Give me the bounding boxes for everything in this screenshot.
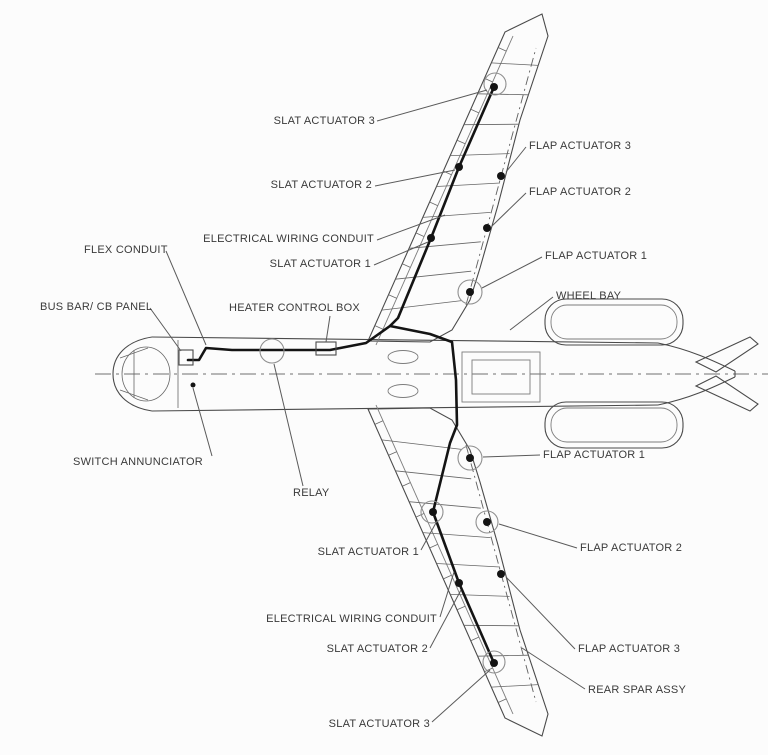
label-slat-actuator-3-top: SLAT ACTUATOR 3 [273,115,375,127]
harness-lower-run [388,324,496,665]
flap-actuator-1-top-marker [466,288,474,296]
leader-heater-control-box [325,315,331,343]
tail-stabilizer-upper [694,336,759,373]
slat-actuator-2-top-marker [455,163,463,171]
wheel-bay-upper-outer [544,298,684,346]
leader-wheel-bay [509,296,554,331]
relay-highlight [259,338,285,364]
fuselage-hatch-top [387,350,419,364]
flap-actuator-1-bottom-marker [466,454,474,462]
leader-switch-annunciator [192,387,213,457]
label-flap-actuator-1-bottom: FLAP ACTUATOR 1 [543,449,646,461]
label-relay: RELAY [293,487,330,499]
label-slat-actuator-1-top: SLAT ACTUATOR 1 [269,258,371,270]
switch-annunciator-marker [190,382,196,388]
label-flap-actuator-2-top: FLAP ACTUATOR 2 [529,186,632,198]
label-flap-actuator-2-bottom: FLAP ACTUATOR 2 [580,542,683,554]
leader-electrical-wiring-conduit-top [376,214,446,241]
slat-actuator-1-bottom-marker [429,508,437,516]
leader-lines [149,89,586,723]
leader-electrical-wiring-conduit-bottom [439,571,455,618]
leader-slat-actuator-2-top [374,169,456,187]
upper-wing-ribs [381,62,539,311]
leader-slat-actuator-1-bottom [420,520,438,551]
flap-actuator-1-bottom-highlight [457,445,483,471]
label-bus-bar-cb-panel: BUS BAR/ CB PANEL [40,301,153,313]
slat-actuator-1-bottom-highlight [420,500,444,524]
label-flap-actuator-3-top: FLAP ACTUATOR 3 [529,140,632,152]
flap-actuator-3-top-marker [497,172,505,180]
leader-slat-actuator-1-top [373,241,429,266]
lower-wing-slat-ticks [374,420,507,703]
label-flap-actuator-3-bottom: FLAP ACTUATOR 3 [578,643,681,655]
harness-upper-run [186,85,496,362]
label-rear-spar-assy: REAR SPAR ASSY [588,684,687,696]
label-slat-actuator-1-bottom: SLAT ACTUATOR 1 [317,546,419,558]
label-slat-actuator-3-bottom: SLAT ACTUATOR 3 [328,718,430,730]
leader-flap-actuator-2-bottom [498,523,578,549]
upper-wing-slat-ticks [374,47,507,330]
leader-flap-actuator-1-top [481,256,543,289]
fuselage-hatch-bottom [387,384,419,398]
lower-wing-slat-line [375,404,514,715]
flap-actuator-2-bottom-highlight [475,510,499,534]
leader-slat-actuator-2-bottom [429,589,462,649]
tail-stabilizer-lower [694,375,759,412]
flap-actuator-2-bottom-marker [483,518,491,526]
wheel-bay-lower-inner [550,407,678,443]
leader-flap-actuator-1-bottom [482,454,541,458]
bus-bar-cb-panel-box [178,349,194,366]
wiring-harness [186,85,496,665]
leader-flap-actuator-3-bottom [505,576,576,650]
label-heater-control-box: HEATER CONTROL BOX [229,302,361,314]
wheel-bay-sponsons [544,298,684,449]
slat-actuator-2-bottom-marker [455,579,463,587]
label-slat-actuator-2-top: SLAT ACTUATOR 2 [270,179,372,191]
leader-flex-conduit [165,250,207,346]
leader-flap-actuator-3-top [505,146,527,173]
nose-section [112,336,179,412]
leader-relay [273,363,304,487]
leader-slat-actuator-3-bottom [431,669,491,723]
highlight-circles [259,72,507,674]
leader-flap-actuator-2-top [491,192,527,227]
flap-actuator-2-top-marker [483,224,491,232]
label-flex-conduit: FLEX CONDUIT [84,244,168,256]
label-electrical-wiring-conduit-bottom: ELECTRICAL WIRING CONDUIT [266,613,437,625]
slat-actuator-1-top-marker [427,234,435,242]
label-flap-actuator-1-top: FLAP ACTUATOR 1 [545,250,648,262]
tail-section [694,336,759,412]
slat-actuator-3-bottom-marker [490,659,498,667]
leader-rear-spar-assy [521,647,586,690]
slat-actuator-3-top-marker [490,83,498,91]
center-wing-box [461,351,541,403]
upper-wing-slat-line [375,35,514,346]
actuator-markers [190,83,505,667]
leader-slat-actuator-3-top [376,89,488,122]
wheel-bay-lower-outer [544,401,684,449]
label-wheel-bay: WHEEL BAY [556,290,622,302]
label-switch-annunciator: SWITCH ANNUNCIATOR [73,456,203,468]
leader-bus-bar-cb-panel [149,307,182,352]
label-electrical-wiring-conduit-top: ELECTRICAL WIRING CONDUIT [203,233,374,245]
label-slat-actuator-2-bottom: SLAT ACTUATOR 2 [326,643,428,655]
flap-actuator-1-top-highlight [457,279,483,305]
slat-actuator-3-bottom-highlight [482,650,506,674]
wheel-bay-upper-inner [550,304,678,340]
slat-actuator-3-top-highlight [483,72,507,96]
center-wing-box-inner [471,359,531,395]
flap-actuator-3-bottom-marker [497,570,505,578]
